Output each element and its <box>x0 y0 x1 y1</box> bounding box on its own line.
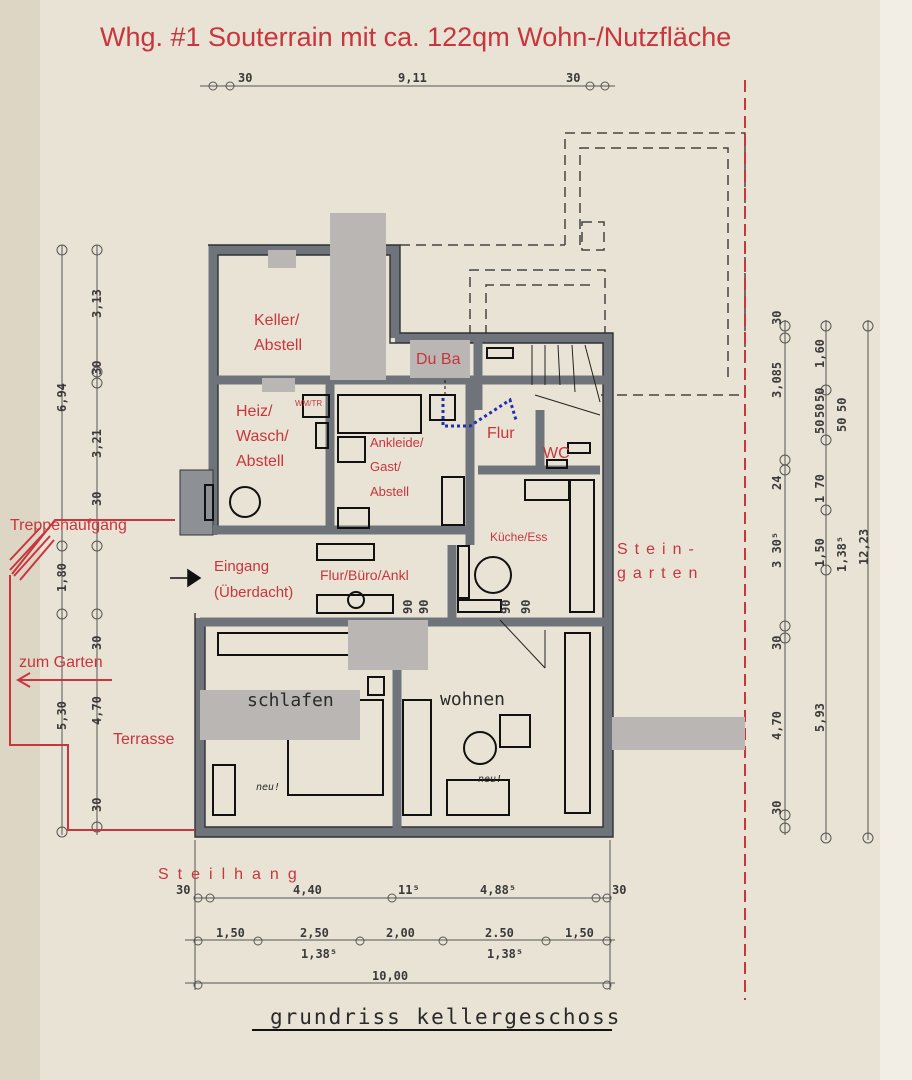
dim-right-mid-0: 1,60 <box>813 339 827 368</box>
room-heiz-3: Abstell <box>236 453 284 470</box>
dim-left-inner-5: 4,70 <box>90 696 104 725</box>
dim-bottom-2-2: 2,00 <box>386 926 415 940</box>
label-zum-garten: zum Garten <box>19 654 103 671</box>
note-neu-2: neu! <box>478 774 502 785</box>
dim-right-mid-7: 1,50 <box>813 538 827 567</box>
room-kueche: Küche/Ess <box>490 530 547 544</box>
room-ankleide-1: Ankleide/ <box>370 435 424 450</box>
dim-left-outer-0: 6,94 <box>55 383 69 412</box>
note-neu-1: neu! <box>256 782 280 793</box>
label-steingarten-2: garten <box>617 565 704 582</box>
label-treppenaufgang: Treppenaufgang <box>10 517 127 534</box>
dim-right-outer-0: 12,23 <box>857 529 871 565</box>
dimension-lines <box>56 244 874 990</box>
dim-bottom-1-3: 4,88⁵ <box>480 883 516 897</box>
room-wc: WC <box>543 445 570 462</box>
outside-annotations: Treppenaufgang zum Garten Terrasse Steil… <box>9 517 704 883</box>
room-ankleide-3: Abstell <box>370 484 409 499</box>
room-eingang-1: Eingang <box>214 558 269 575</box>
redaction-blocks <box>200 213 745 750</box>
room-duba: Du Ba <box>416 351 461 368</box>
dim-right-inner-4: 30 <box>770 636 784 650</box>
dim-left-inner-3: 30 <box>90 492 104 506</box>
dim-right-inner-2: 24 <box>770 476 784 490</box>
dim-right-inner-5: 4,70 <box>770 711 784 740</box>
page-title: Whg. #1 Souterrain mit ca. 122qm Wohn-/N… <box>100 22 731 52</box>
dashed-outlines <box>400 132 746 396</box>
dim-bottom-2-1: 2,50 <box>300 926 329 940</box>
paper-edge <box>0 0 40 1080</box>
dim-right-inner-3: 3 30⁵ <box>770 532 784 568</box>
dim-right-mid-4: 50 <box>835 398 849 412</box>
dim-right-inner-0: 30 <box>770 311 784 325</box>
right-dimensions: 30 3,085 24 3 30⁵ 30 4,70 30 1,60 50 50 … <box>770 311 871 815</box>
door-mark-1: 90 <box>417 600 431 614</box>
room-wohnen: wohnen <box>440 689 505 710</box>
plan-caption: grundriss kellergeschoss <box>270 1005 621 1029</box>
dim-bottom-1-1: 4,40 <box>293 883 322 897</box>
dim-bottom-1-4: 30 <box>612 883 626 897</box>
dim-bottom-total: 10,00 <box>372 969 408 983</box>
room-flur: Flur <box>487 425 515 442</box>
room-flur-buero: Flur/Büro/Ankl <box>320 567 409 583</box>
dim-right-mid-2: 50 <box>813 404 827 418</box>
dim-right-mid-6: 1 70 <box>813 474 827 503</box>
room-keller-2: Abstell <box>254 337 302 354</box>
room-schlafen: schlafen <box>247 690 334 711</box>
dim-left-outer-2: 5,30 <box>55 701 69 730</box>
bottom-dimensions: 30 4,40 11⁵ 4,88⁵ 30 1,50 2,50 2,00 2.50… <box>176 883 626 983</box>
label-terrasse: Terrasse <box>113 731 174 748</box>
dim-left-inner-4: 30 <box>90 636 104 650</box>
staircase <box>499 344 601 669</box>
dim-bottom-2-3: 2.50 <box>485 926 514 940</box>
room-eingang-2: (Überdacht) <box>214 583 293 601</box>
dim-right-inner-1: 3,085 <box>770 362 784 398</box>
dim-right-inner-6: 30 <box>770 801 784 815</box>
dim-left-outer-1: 1,80 <box>55 563 69 592</box>
dim-top-0: 30 <box>238 71 252 85</box>
door-mark-3: 90 <box>519 600 533 614</box>
dim-top-1: 9,11 <box>398 71 427 85</box>
dim-left-inner-0: 3,13 <box>90 289 104 318</box>
room-heiz-2: Wasch/ <box>236 428 289 445</box>
room-wmtr: WM/TR <box>295 399 322 408</box>
dim-right-mid-1: 50 <box>813 388 827 402</box>
left-dimensions: 6,94 1,80 5,30 3,13 30 3,21 30 30 4,70 3… <box>55 289 104 812</box>
dim-right-mid-8: 1,38⁵ <box>835 536 849 572</box>
label-steingarten-1: Stein- <box>617 541 701 558</box>
door-mark-2: 90 <box>499 600 513 614</box>
dim-bottom-2b-0: 1,38⁵ <box>301 947 337 961</box>
dim-bottom-1-0: 30 <box>176 883 190 897</box>
entrance-arrow-icon <box>170 568 202 588</box>
furniture <box>204 347 595 816</box>
dim-right-mid-3: 50 <box>813 420 827 434</box>
dim-bottom-1-2: 11⁵ <box>398 883 420 897</box>
door-mark-0: 90 <box>401 600 415 614</box>
dim-right-mid-9: 5,93 <box>813 703 827 732</box>
label-steilhang: Steilhang <box>158 866 306 883</box>
room-heiz-1: Heiz/ <box>236 403 273 420</box>
paper-margin <box>880 0 912 1080</box>
room-ankleide-2: Gast/ <box>370 459 401 474</box>
planned-bath-outline <box>441 397 518 428</box>
dim-bottom-2-4: 1,50 <box>565 926 594 940</box>
room-keller-1: Keller/ <box>254 312 300 329</box>
top-dimension: 30 9,11 30 <box>200 71 615 91</box>
dim-left-inner-1: 30 <box>90 361 104 375</box>
dim-left-inner-6: 30 <box>90 798 104 812</box>
room-labels: Keller/ Abstell Du Ba Heiz/ Wasch/ Abste… <box>214 312 570 793</box>
dim-bottom-2-0: 1,50 <box>216 926 245 940</box>
dim-top-2: 30 <box>566 71 580 85</box>
dim-right-mid-5: 50 <box>835 418 849 432</box>
dim-bottom-2b-1: 1,38⁵ <box>487 947 523 961</box>
dim-left-inner-2: 3,21 <box>90 429 104 458</box>
